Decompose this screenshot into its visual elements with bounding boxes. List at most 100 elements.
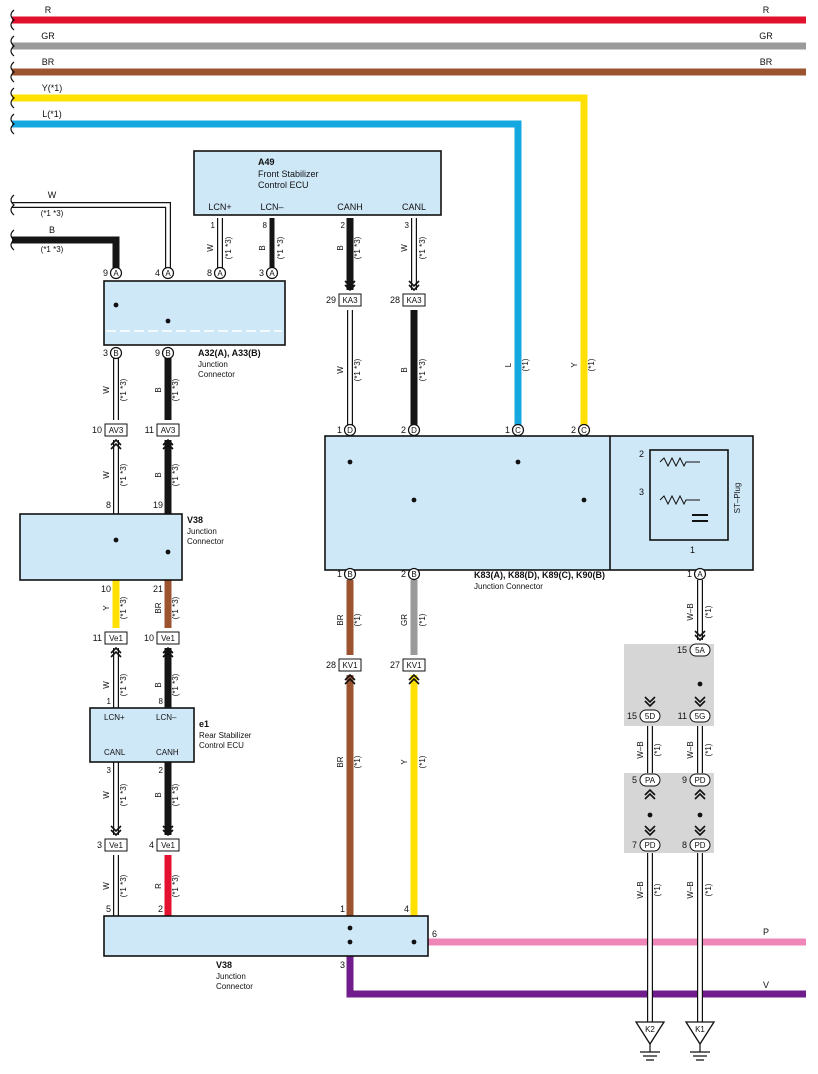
break-mark — [10, 87, 15, 109]
wire-color-label: B — [400, 367, 409, 372]
ground-triangle — [634, 1021, 666, 1046]
pin-number: 3 — [259, 268, 264, 278]
junction-name: PD — [644, 841, 655, 850]
splice-dot — [515, 459, 521, 465]
connector-name: KA3 — [342, 296, 358, 305]
connector-label-box — [402, 658, 426, 672]
wire-color-label: (*1 *3) — [276, 236, 285, 259]
pin-number: 4 — [155, 268, 160, 278]
connector-pin: 28 — [326, 660, 336, 670]
connector-pin: 27 — [390, 660, 400, 670]
component-layer — [10, 9, 754, 1061]
pin-letter: D — [411, 426, 417, 435]
pin-marker — [109, 266, 123, 280]
splice-dot — [697, 812, 703, 818]
pin-number: 6 — [432, 929, 437, 939]
connector-pin: 11 — [93, 633, 102, 643]
label: 3 — [107, 766, 112, 775]
pin-marker — [407, 567, 421, 581]
connector-name: Ve1 — [161, 841, 175, 850]
v38-junction-box — [19, 513, 183, 581]
pin-number: 8 — [106, 500, 111, 510]
junction-marker — [639, 709, 661, 723]
break-mark — [10, 194, 15, 216]
pin-letter: B — [113, 349, 118, 358]
pin-number: 9 — [155, 348, 160, 358]
wire-color-label: Y — [102, 605, 111, 611]
pin-number: 1 — [687, 569, 692, 579]
wire-color-label: Y — [400, 759, 409, 765]
junction-pin: 15 — [627, 711, 637, 721]
label: 1 — [107, 697, 112, 706]
label: LCN+ — [104, 713, 125, 722]
pin-number: 8 — [207, 268, 212, 278]
wire-color-label: (*1 *3) — [119, 378, 128, 401]
wire-color-label: Y — [570, 362, 579, 368]
wire-color-label: B — [154, 387, 163, 392]
wire-color-label: W–B — [636, 881, 645, 898]
wire-color-label: W — [400, 244, 409, 252]
wire-color-label: (*1 *3) — [224, 236, 233, 259]
junction-name: 5D — [645, 712, 655, 721]
label: Connector — [198, 370, 235, 379]
connector-label-box — [338, 293, 362, 307]
junction-marker — [639, 838, 661, 852]
wire-color-label: (*1) — [521, 358, 530, 371]
ecu-pin-num: 2 — [341, 221, 346, 230]
label: (*1 *3) — [41, 245, 64, 254]
splice-dot — [165, 549, 171, 555]
junction-name: PA — [645, 776, 656, 785]
pin-number: 1 — [337, 569, 342, 579]
connector-pin: 10 — [144, 633, 154, 643]
bus-label: L(*1) — [42, 109, 62, 119]
connector-label-box — [156, 631, 180, 645]
junction-pin: 7 — [632, 840, 637, 850]
wire-color-label: W — [102, 471, 111, 479]
label: V38 — [187, 515, 203, 525]
wire-color-label: (*1) — [653, 883, 662, 896]
junction-name: PD — [694, 776, 705, 785]
wire-color-label: (*1) — [704, 883, 713, 896]
connector-label-box — [338, 658, 362, 672]
splice-dot — [347, 925, 353, 931]
a49-ecu-box — [193, 150, 442, 216]
connector-name: Ve1 — [109, 841, 123, 850]
ground-icon — [690, 1044, 710, 1061]
wire-color-label: (*1) — [353, 755, 362, 768]
connector-name: KV1 — [406, 661, 422, 670]
wire-color-label: (*1 *3) — [171, 783, 180, 806]
wire-color-label: BR — [336, 756, 345, 767]
ground-triangle — [684, 1021, 716, 1046]
wire-color-label: (*1 *3) — [171, 378, 180, 401]
ground-name: K1 — [695, 1025, 705, 1034]
pin-number: 1 — [690, 545, 695, 555]
wire-color-label: W — [336, 366, 345, 374]
wire-color-label: (*1 *3) — [119, 673, 128, 696]
bus-label: R — [763, 5, 770, 15]
wire-color-label: W — [102, 681, 111, 689]
junction-pin: 9 — [682, 775, 687, 785]
pin-letter: A — [269, 269, 275, 278]
ecu-pin-num: 8 — [263, 221, 268, 230]
bus-label: GR — [41, 31, 55, 41]
capacitor-icon — [692, 514, 708, 522]
wire-color-label: (*1) — [653, 743, 662, 756]
connector-label-box — [402, 293, 426, 307]
pin-number: 2 — [401, 569, 406, 579]
junction-marker — [639, 773, 661, 787]
label: Connector — [187, 537, 224, 546]
label: (*1 *3) — [41, 209, 64, 218]
break-mark — [10, 113, 15, 135]
junction-marker — [689, 643, 711, 657]
wire-color-label: (*1 *3) — [119, 596, 128, 619]
label: B — [49, 225, 55, 235]
junction-pin: 8 — [682, 840, 687, 850]
bus-l — [12, 120, 522, 430]
pin-number: 5 — [106, 904, 111, 914]
pin-marker — [109, 346, 123, 360]
splice-dot — [165, 318, 171, 324]
label: Rear Stabilizer — [199, 731, 252, 740]
connector-pin: 28 — [390, 295, 400, 305]
bus-label: GR — [759, 31, 773, 41]
